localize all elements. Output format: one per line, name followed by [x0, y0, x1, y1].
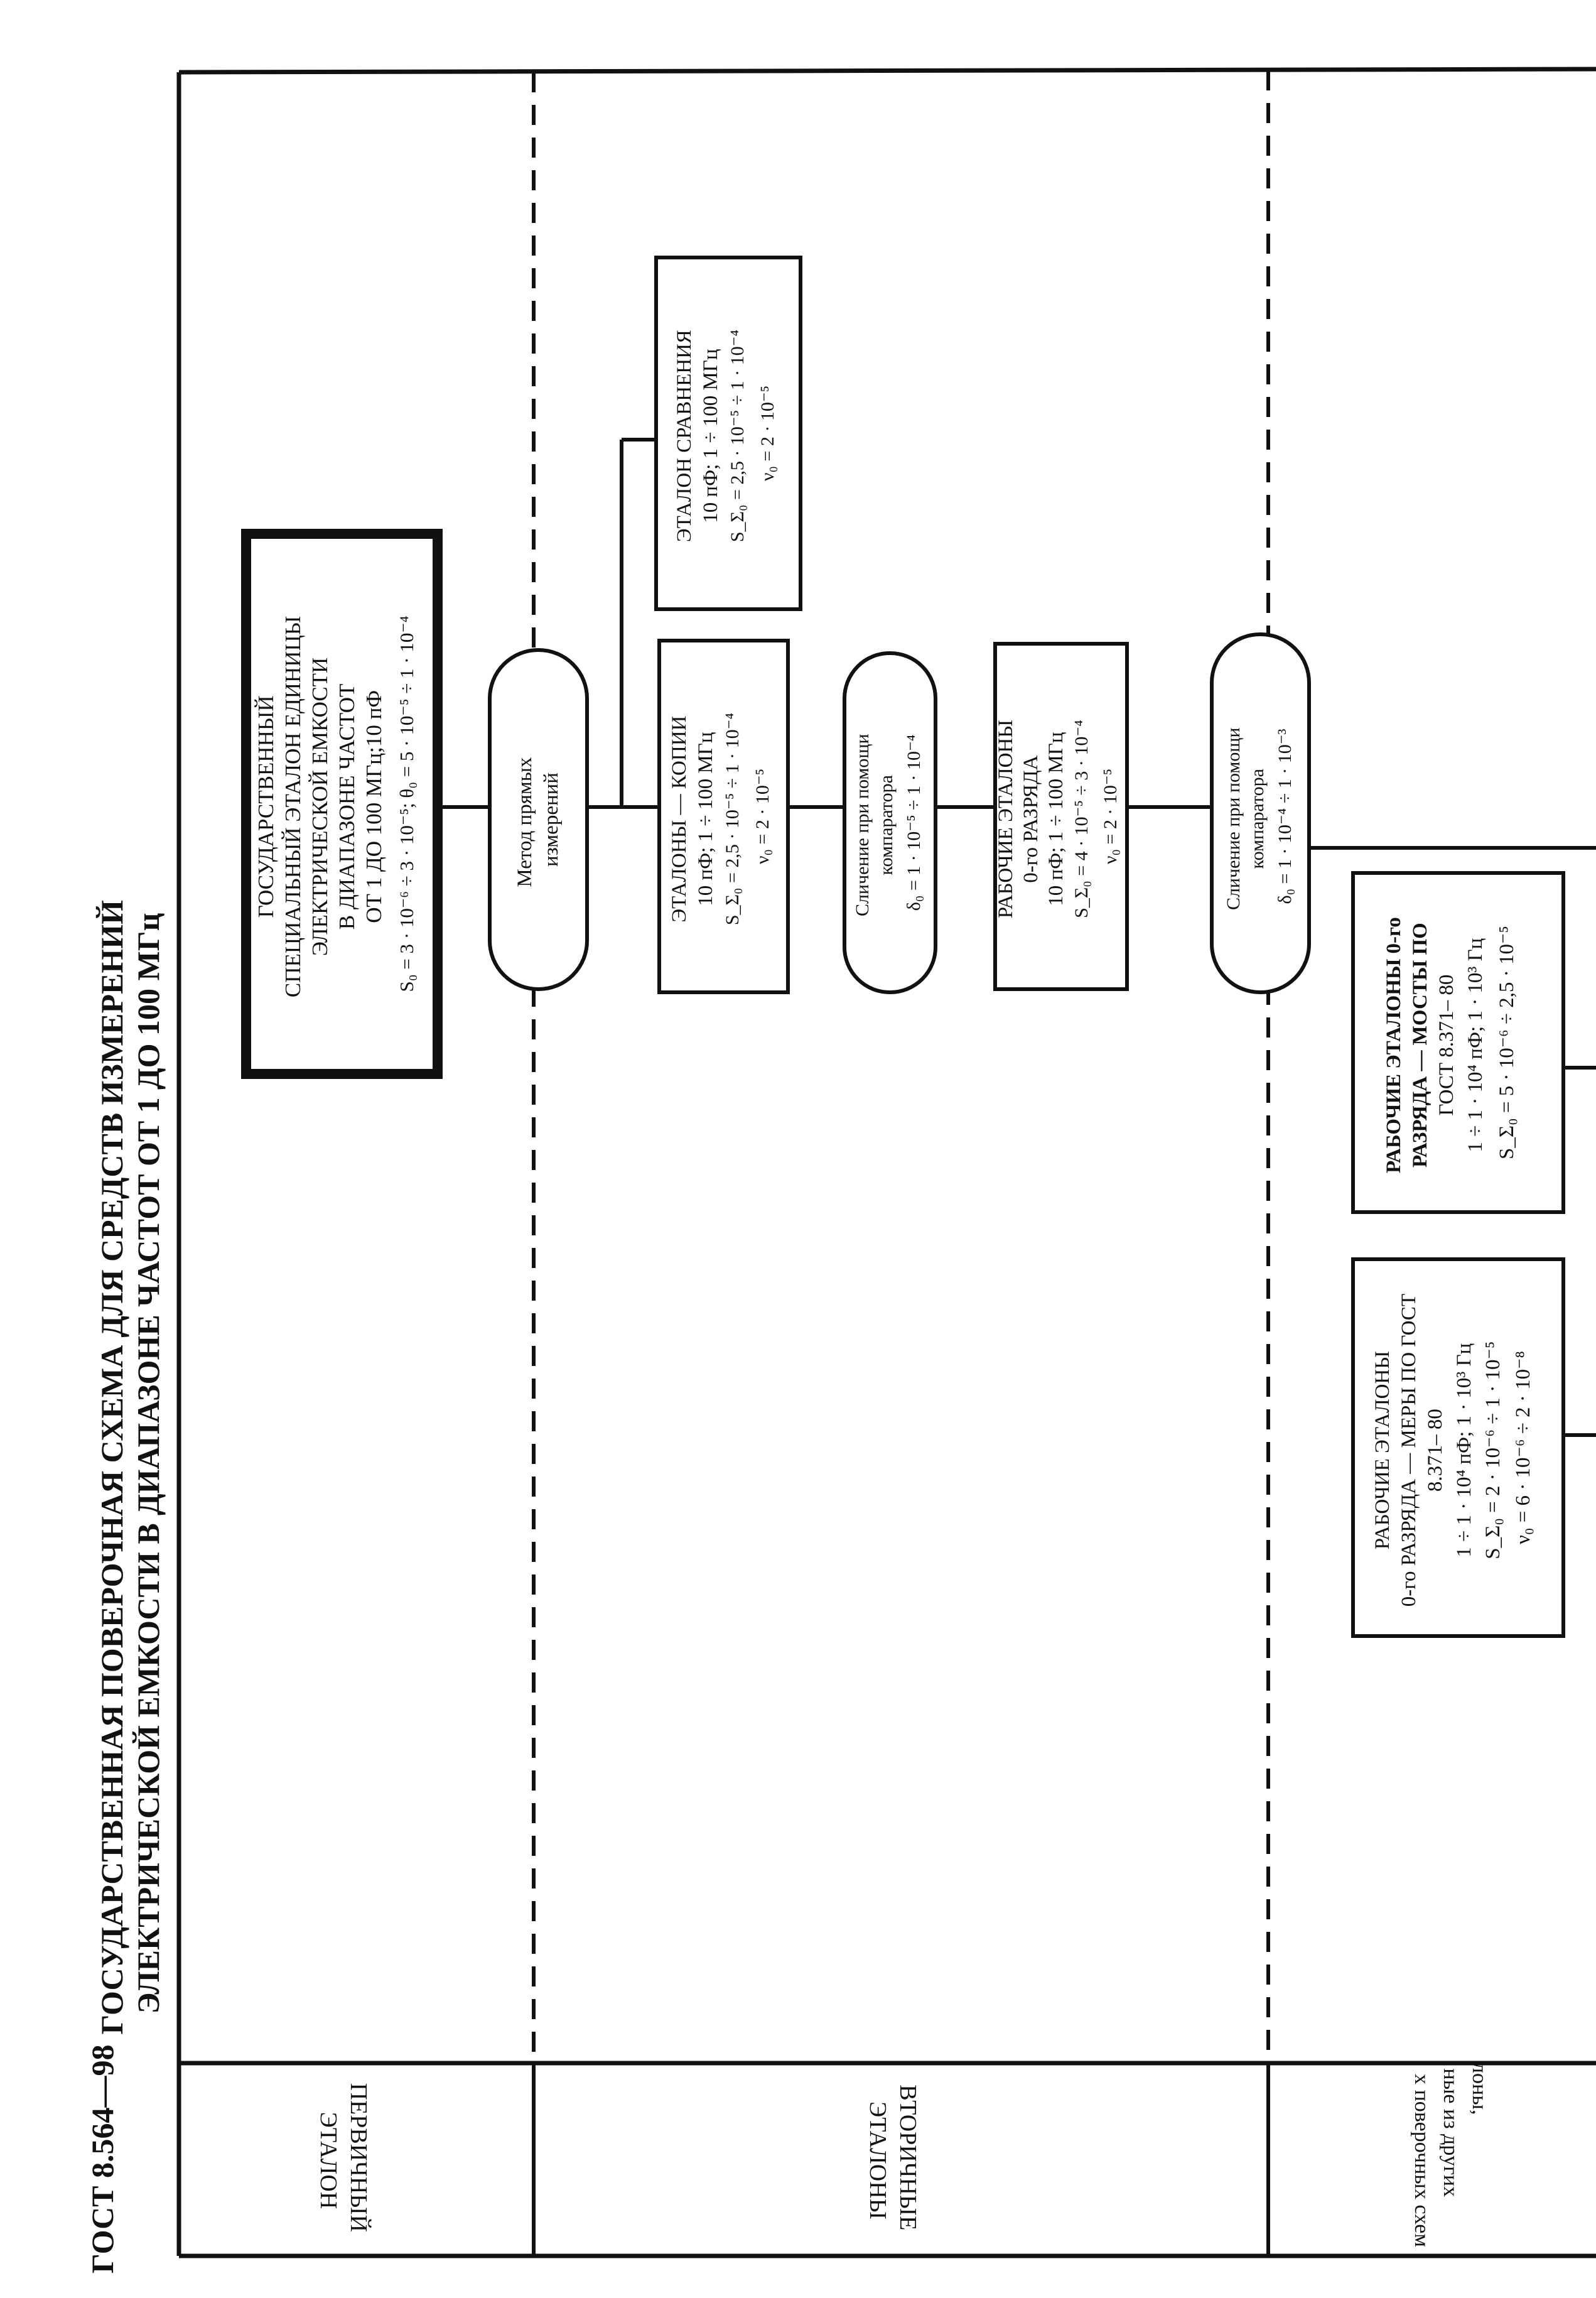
working-standards-0-box [993, 642, 1129, 991]
comparator-1-capsule [843, 651, 937, 994]
working-measures-text: РАБОЧИЕ ЭТАЛОНЫ 0-го РАЗРЯДА — МЕРЫ ПО Г… [1371, 1289, 1534, 1607]
title-line-2: ЭЛЕКТРИЧЕСКОЙ ЕМКОСТИ В ДИАПАЗОНЕ ЧАСТОТ… [131, 913, 166, 2014]
working-bridges-text: РАБОЧИЕ ЭТАЛОНЫ 0-го РАЗРЯДА — МОСТЫ ПО … [1383, 912, 1518, 1173]
comparator-2-capsule [1210, 632, 1311, 994]
level-label-third: лоны, ные из других х поверочных схем [1410, 2062, 1491, 2247]
working-bridges-box [1351, 871, 1565, 1214]
level-label-secondary: ВТОРИЧНЫЕ ЭТАЛОНЫ [865, 2084, 921, 2236]
copy-standards-text: ЭТАЛОНЫ — КОПИИ 10 пФ; 1 ÷ 100 МГц S_Σ₀ … [668, 708, 773, 925]
comparison-standard-text: ЭТАЛОН СРАВНЕНИЯ 10 пФ; 1 ÷ 100 МГц S_Σ₀… [673, 325, 778, 542]
method-direct-capsule [488, 648, 589, 991]
doc-code: ГОСТ 8.564—98 [85, 2044, 120, 2274]
title-line-1: ГОСУДАРСТВЕННАЯ ПОВЕРОЧНАЯ СХЕМА ДЛЯ СРЕ… [94, 900, 129, 2035]
scheme-title: ГОСУДАРСТВЕННАЯ ПОВЕРОЧНАЯ СХЕМА ДЛЯ СРЕ… [94, 892, 166, 2034]
comparator-2-text: Сличение при помощи компаратора δ₀ = 1 ·… [1223, 723, 1295, 910]
comparator-1-text: Сличение при помощи компаратора δ₀ = 1 ·… [852, 729, 924, 916]
frame-top [178, 67, 1596, 75]
working-measures-box [1351, 1257, 1565, 1638]
comparison-standard-box [654, 256, 802, 611]
level-label-primary: ПЕРВИЧНЫЙ ЭТАЛОН [315, 2083, 372, 2238]
copy-standards-box [657, 639, 790, 994]
primary-standard-text: ГОСУДАРСТВЕННЫЙ СПЕЦИАЛЬНЫЙ ЭТАЛОН ЕДИНИ… [254, 610, 418, 997]
working-standards-0-text: РАБОЧИЕ ЭТАЛОНЫ 0-го РАЗРЯДА 10 пФ; 1 ÷ … [995, 715, 1121, 919]
method-direct-text: Метод прямых измерений [514, 752, 563, 887]
primary-standard-box [241, 529, 443, 1079]
